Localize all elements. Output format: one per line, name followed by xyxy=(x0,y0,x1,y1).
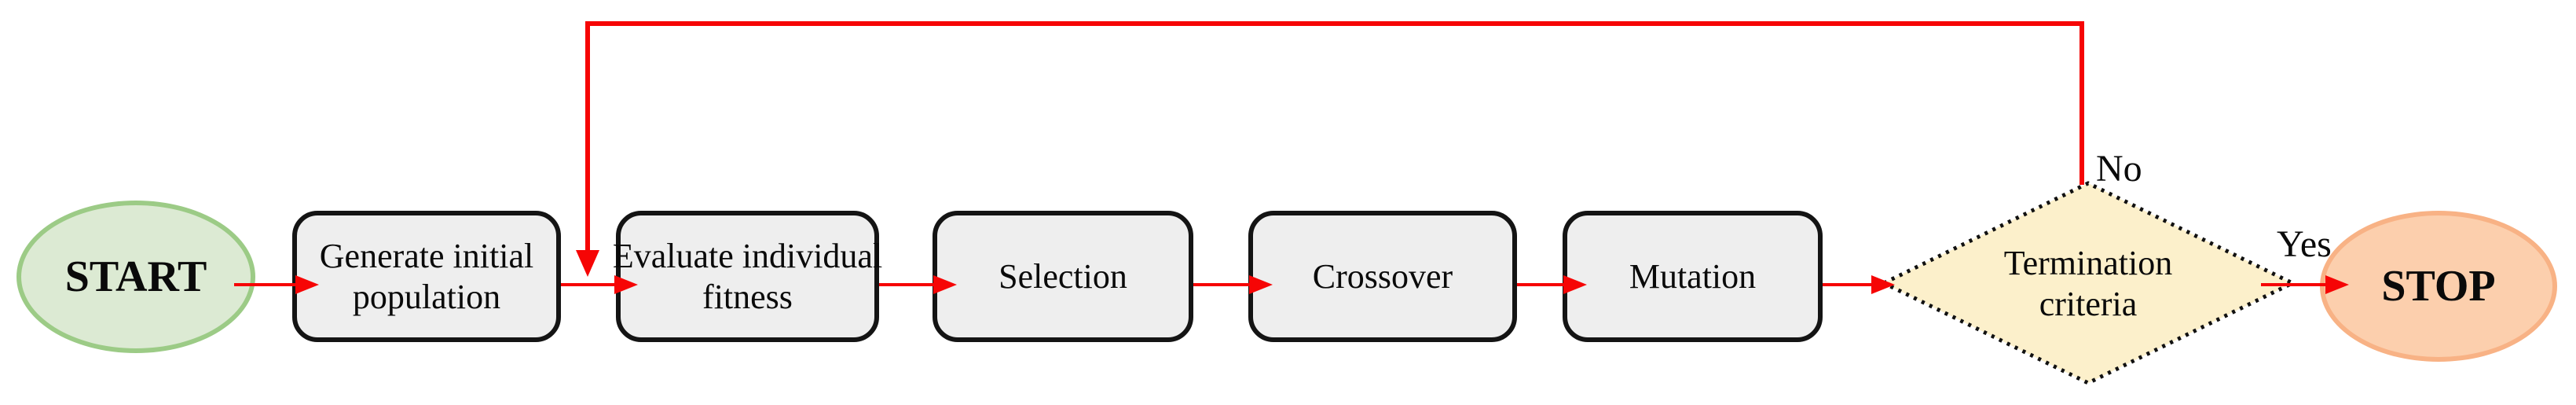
arrowhead-right-icon xyxy=(1871,275,1895,294)
node-label: Evaluate individual fitness xyxy=(612,236,883,316)
edge-label-no: No xyxy=(2096,148,2142,190)
node-termination-criteria-label: Termination criteria xyxy=(2003,244,2173,323)
node-selection: Selection xyxy=(933,211,1193,342)
node-mutation: Mutation xyxy=(1563,211,1823,342)
edge-label-yes: Yes xyxy=(2277,223,2332,265)
node-label: START xyxy=(64,252,207,301)
node-generate-initial-population: Generate initial population xyxy=(292,211,561,342)
node-start: START xyxy=(16,201,255,353)
arrowhead-down-icon xyxy=(576,250,599,277)
node-crossover: Crossover xyxy=(1248,211,1517,342)
node-label: STOP xyxy=(2381,262,2496,311)
node-stop: STOP xyxy=(2320,211,2557,362)
node-evaluate-individual-fitness: Evaluate individual fitness xyxy=(613,211,882,342)
node-label: Mutation xyxy=(1629,256,1757,296)
node-label: Crossover xyxy=(1312,256,1453,296)
edge-mutation-to-termination xyxy=(1823,275,1895,294)
node-label: Selection xyxy=(999,256,1127,296)
node-label: Generate initial population xyxy=(319,236,534,316)
